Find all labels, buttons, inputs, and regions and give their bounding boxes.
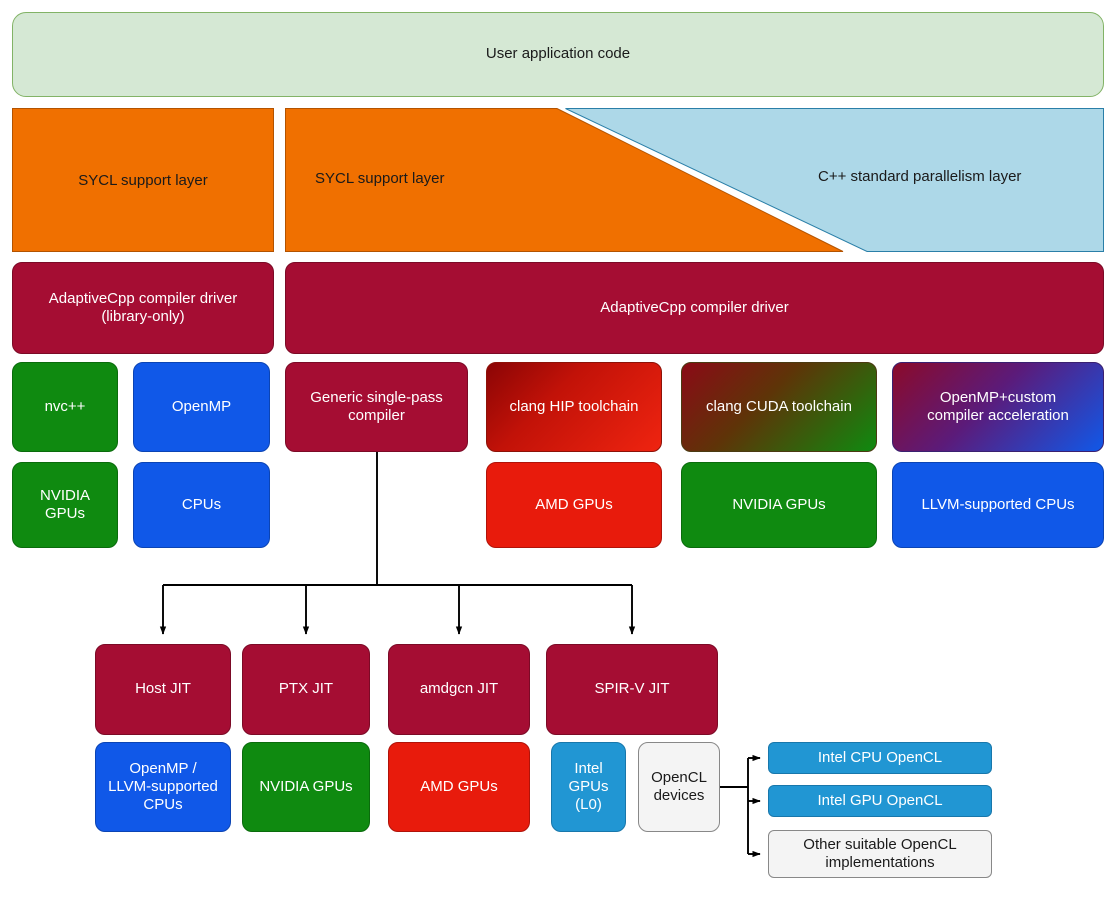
box-nvidia-gpus-nvcpp: NVIDIA GPUs	[12, 462, 118, 548]
box-label: AMD GPUs	[420, 777, 498, 795]
box-label: OpenMP / LLVM-supported CPUs	[108, 760, 218, 815]
box-label-line1: AdaptiveCpp compiler driver	[48, 289, 238, 307]
box-opencl-devices: OpenCL devices	[638, 742, 720, 832]
box-label: Intel GPU OpenCL	[817, 791, 943, 809]
box-generic-single-pass-compiler: Generic single-pass compiler	[285, 362, 468, 452]
box-user-application-code: User application code	[12, 12, 1104, 97]
box-label-line1: OpenMP /	[129, 759, 197, 777]
box-label: clang CUDA toolchain	[706, 397, 852, 415]
box-cpp-standard-parallelism-layer: C++ standard parallelism layer	[565, 108, 1104, 252]
box-label: Other suitable OpenCL implementations	[803, 836, 956, 873]
box-label-line1: Other suitable OpenCL	[803, 835, 957, 853]
box-intel-gpus-l0: Intel GPUs (L0)	[551, 742, 626, 832]
opencl-devices-fanout	[720, 754, 761, 858]
cpp-parallelism-shape	[565, 108, 1104, 252]
box-amdgcn-jit: amdgcn JIT	[388, 644, 530, 735]
box-openmp-custom-compiler-acceleration: OpenMP+custom compiler acceleration	[892, 362, 1104, 452]
box-nvidia-gpus-cuda: NVIDIA GPUs	[681, 462, 877, 548]
box-label: OpenMP+custom compiler acceleration	[927, 389, 1069, 426]
box-label: NVIDIA GPUs	[259, 777, 353, 795]
box-label: CPUs	[181, 495, 222, 513]
box-sycl-support-layer-left: SYCL support layer	[12, 108, 274, 252]
box-label: Intel GPUs (L0)	[568, 760, 608, 815]
box-label: AMD GPUs	[535, 495, 613, 513]
box-label: NVIDIA GPUs	[40, 487, 90, 524]
box-clang-cuda-toolchain: clang CUDA toolchain	[681, 362, 877, 452]
box-label-line2: devices	[653, 787, 705, 804]
box-intel-gpu-opencl: Intel GPU OpenCL	[768, 785, 992, 817]
box-label-line3: CPUs	[143, 796, 183, 814]
box-label: OpenMP	[171, 397, 232, 415]
box-label: NVIDIA GPUs	[732, 495, 826, 513]
box-spirv-jit: SPIR-V JIT	[546, 644, 718, 735]
box-llvm-supported-cpus: LLVM-supported CPUs	[892, 462, 1104, 548]
box-label: amdgcn JIT	[419, 680, 499, 698]
box-label: clang HIP toolchain	[509, 397, 639, 415]
box-other-suitable-opencl-implementations: Other suitable OpenCL implementations	[768, 830, 992, 878]
box-label: SYCL support layer	[78, 171, 208, 189]
box-label: User application code	[485, 45, 631, 63]
box-label-line2: compiler acceleration	[927, 407, 1069, 424]
box-label: nvc++	[44, 397, 86, 415]
box-label: AdaptiveCpp compiler driver	[600, 298, 789, 316]
box-adaptivecpp-compiler-driver: AdaptiveCpp compiler driver	[285, 262, 1104, 354]
box-label-line2: GPUs	[44, 505, 85, 522]
box-nvidia-gpus-ptx: NVIDIA GPUs	[242, 742, 370, 832]
box-label: Generic single-pass compiler	[310, 389, 443, 426]
box-label: Host JIT	[135, 680, 191, 698]
box-label-line2: GPUs	[568, 777, 609, 795]
box-label: SYCL support layer	[315, 170, 445, 187]
box-amd-gpus-hip: AMD GPUs	[486, 462, 662, 548]
box-host-jit: Host JIT	[95, 644, 231, 735]
box-label: C++ standard parallelism layer	[818, 168, 1022, 185]
box-adaptivecpp-compiler-driver-library-only: AdaptiveCpp compiler driver (library-onl…	[12, 262, 274, 354]
box-openmp-llvm-supported-cpus: OpenMP / LLVM-supported CPUs	[95, 742, 231, 832]
box-label-line1: Generic single-pass	[310, 388, 443, 406]
box-label-line2: (library-only)	[101, 308, 185, 325]
box-label: AdaptiveCpp compiler driver (library-onl…	[49, 290, 237, 327]
box-amd-gpus-amdgcn: AMD GPUs	[388, 742, 530, 832]
box-label: LLVM-supported CPUs	[921, 495, 1075, 513]
box-label-line1: OpenMP+custom	[939, 388, 1057, 406]
box-label-line1: Intel	[574, 759, 603, 777]
box-label: Intel CPU OpenCL	[817, 748, 943, 766]
box-label-line1: NVIDIA	[39, 486, 90, 504]
box-nvc++: nvc++	[12, 362, 118, 452]
box-clang-hip-toolchain: clang HIP toolchain	[486, 362, 662, 452]
box-openmp: OpenMP	[133, 362, 270, 452]
box-sycl-support-layer-right: SYCL support layer	[285, 108, 845, 252]
box-label: OpenCL devices	[651, 769, 707, 806]
box-label-line1: OpenCL	[651, 768, 707, 786]
box-label-line2: implementations	[825, 854, 935, 871]
box-intel-cpu-opencl: Intel CPU OpenCL	[768, 742, 992, 774]
sycl-left-shape	[12, 108, 274, 252]
box-cpus-openmp: CPUs	[133, 462, 270, 548]
box-label-line2: compiler	[348, 407, 405, 424]
box-label: SPIR-V JIT	[594, 680, 670, 698]
box-ptx-jit: PTX JIT	[242, 644, 370, 735]
sycl-right-shape	[285, 108, 844, 252]
box-label: PTX JIT	[278, 680, 334, 698]
box-label-line3: (L0)	[575, 796, 602, 814]
box-label-line2: LLVM-supported	[108, 777, 218, 795]
